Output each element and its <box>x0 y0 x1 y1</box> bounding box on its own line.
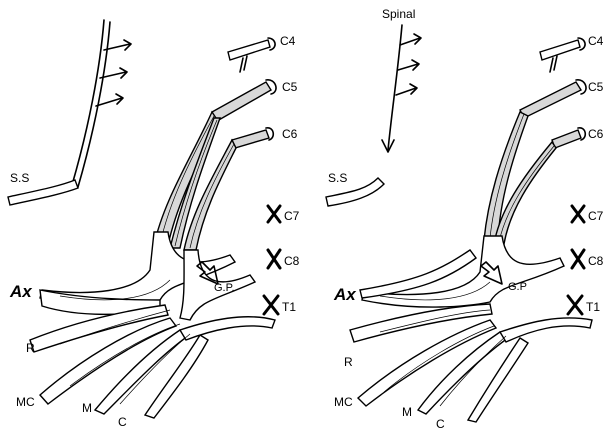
left-root-label-t1: T1 <box>282 300 296 314</box>
left-label-m: M <box>82 401 92 415</box>
left-label-ax: Ax <box>9 282 33 301</box>
left-plexus <box>30 232 275 418</box>
right-grafts <box>484 112 556 244</box>
right-label-c: C <box>436 417 445 431</box>
left-root-label-c6: C6 <box>282 127 298 141</box>
right-root-label-c8: C8 <box>588 254 604 268</box>
right-label-gp: G.P <box>508 281 527 293</box>
right-roots <box>520 38 586 148</box>
left-panel <box>8 20 280 418</box>
left-root-label-c8: C8 <box>284 254 300 268</box>
right-plexus <box>350 236 592 422</box>
right-donor-label: S.S <box>328 171 347 185</box>
left-root-label-c5: C5 <box>282 80 298 94</box>
right-root-label-c4: C4 <box>588 34 604 48</box>
right-panel <box>326 25 592 422</box>
right-title-spinal: Spinal <box>382 7 415 21</box>
right-label-mc: MC <box>334 395 353 409</box>
left-label-c: C <box>118 415 127 429</box>
left-root-label-c7: C7 <box>284 209 300 223</box>
right-label-ax: Ax <box>333 285 357 304</box>
left-spinal-nerve <box>72 20 131 187</box>
right-label-m: M <box>402 405 412 419</box>
left-label-gp: G.P. <box>214 282 235 294</box>
right-root-label-c6: C6 <box>588 127 604 141</box>
left-label-mc: MC <box>16 395 35 409</box>
left-grafts <box>154 112 236 250</box>
left-avulsion-marks <box>264 206 280 314</box>
right-label-r: R <box>344 355 353 369</box>
right-avulsion-marks <box>568 206 584 314</box>
left-donor-label: S.S <box>10 171 29 185</box>
left-root-label-c4: C4 <box>280 34 296 48</box>
left-roots <box>212 40 271 148</box>
right-root-label-c7: C7 <box>588 209 604 223</box>
right-root-label-t1: T1 <box>586 300 600 314</box>
right-spinal-nerve <box>382 25 421 152</box>
right-root-label-c5: C5 <box>588 80 604 94</box>
left-label-r: R <box>26 341 35 355</box>
